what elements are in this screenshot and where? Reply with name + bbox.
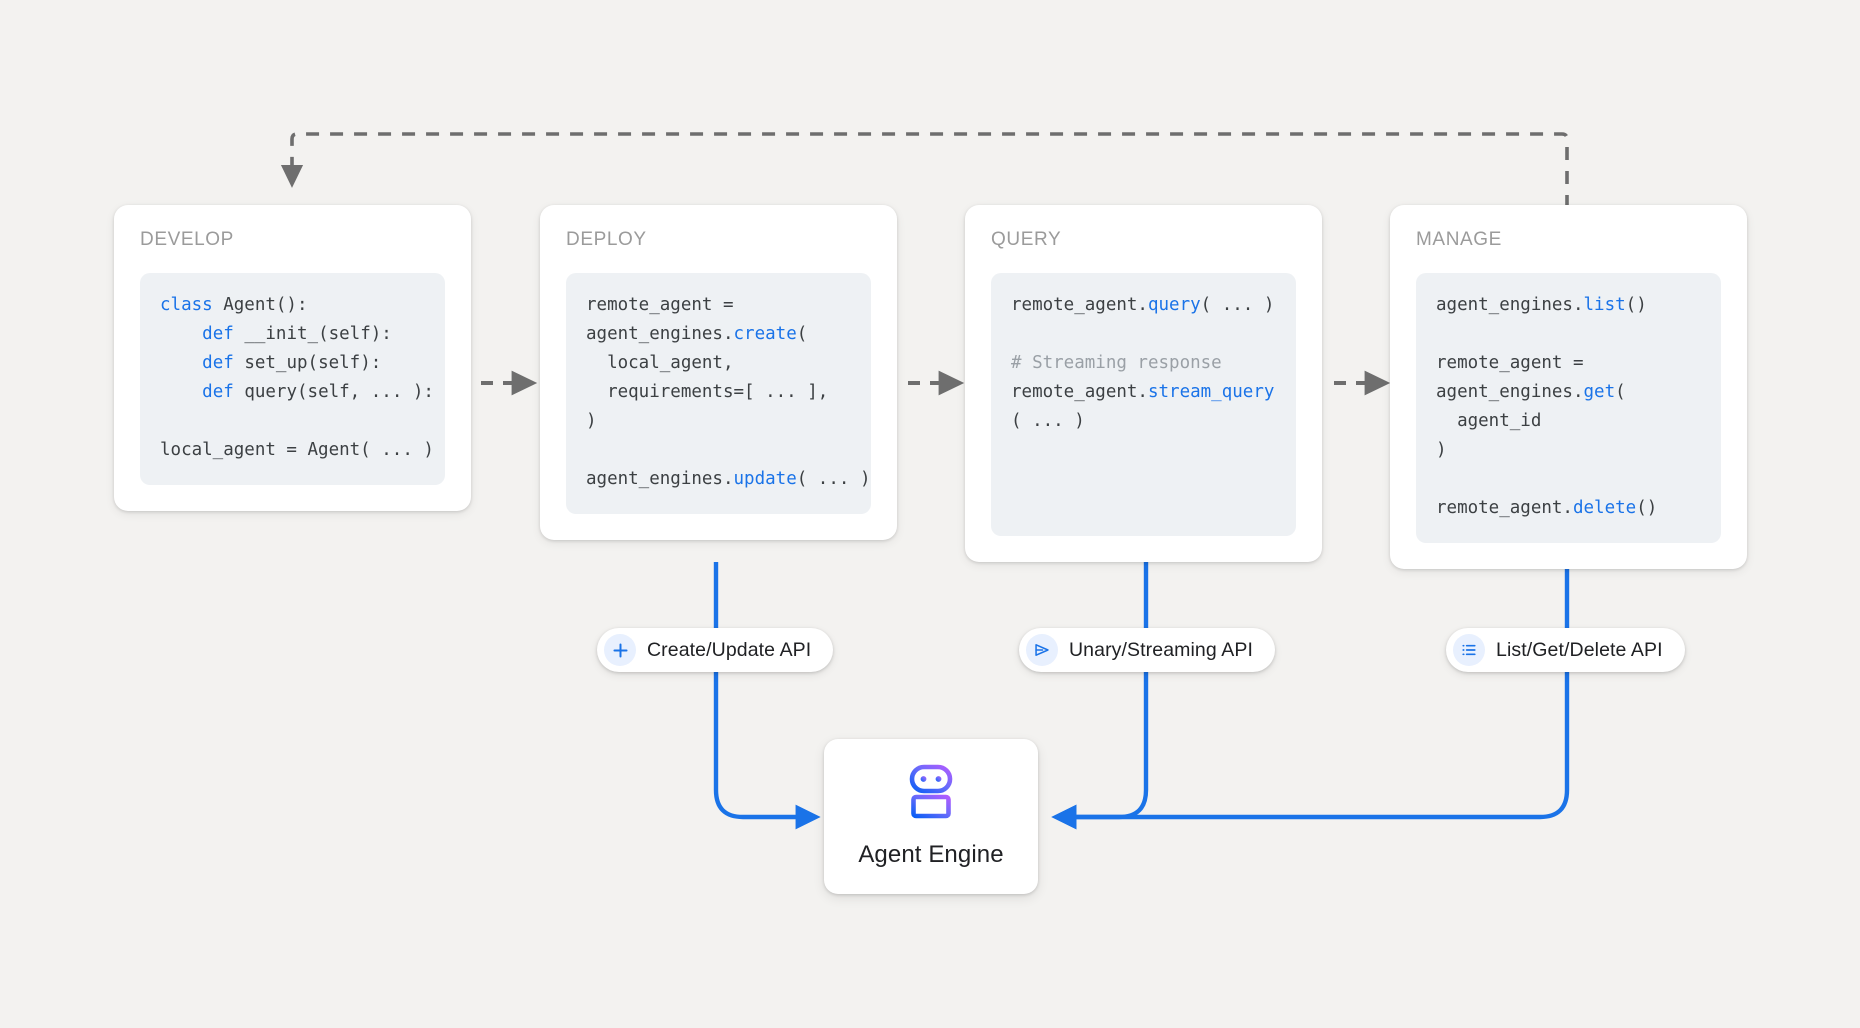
stage-title-manage: MANAGE	[1416, 229, 1502, 250]
send-icon	[1026, 634, 1058, 666]
api-pill-label: List/Get/Delete API	[1496, 638, 1663, 661]
stage-card-manage[interactable]: MANAGE agent_engines.list() remote_agent…	[1390, 205, 1747, 569]
api-pill-label: Create/Update API	[647, 638, 812, 661]
code-block-deploy: remote_agent = agent_engines.create( loc…	[566, 273, 871, 514]
code-block-manage: agent_engines.list() remote_agent = agen…	[1416, 273, 1721, 543]
api-pill-label: Unary/Streaming API	[1069, 638, 1253, 661]
feedback-loop-arrow	[280, 132, 1569, 208]
stage-title-deploy: DEPLOY	[566, 229, 647, 250]
stage-title-develop: DEVELOP	[140, 229, 234, 250]
wire-deploy-to-agent-engine	[713, 562, 821, 830]
api-pill-create-update[interactable]: Create/Update API	[597, 628, 834, 672]
code-block-develop: class Agent(): def __init_(self): def se…	[140, 273, 445, 485]
agent-engine-label: Agent Engine	[858, 841, 1004, 868]
api-pill-unary-streaming[interactable]: Unary/Streaming API	[1019, 628, 1275, 672]
list-icon	[1453, 634, 1485, 666]
robot-icon	[899, 764, 963, 827]
wire-manage-to-agent-engine	[1051, 562, 1570, 830]
api-pill-list-get-delete[interactable]: List/Get/Delete API	[1446, 628, 1685, 672]
stage-card-develop[interactable]: DEVELOP class Agent(): def __init_(self)…	[114, 205, 471, 511]
stage-title-query: QUERY	[991, 229, 1062, 250]
code-block-query: remote_agent.query( ... ) # Streaming re…	[991, 273, 1296, 536]
stage-card-query[interactable]: QUERY remote_agent.query( ... ) # Stream…	[965, 205, 1322, 562]
plus-icon	[604, 634, 636, 666]
agent-engine-node[interactable]: Agent Engine	[824, 739, 1038, 894]
stage-card-deploy[interactable]: DEPLOY remote_agent = agent_engines.crea…	[540, 205, 897, 540]
wire-query-to-agent-engine	[1051, 562, 1149, 830]
